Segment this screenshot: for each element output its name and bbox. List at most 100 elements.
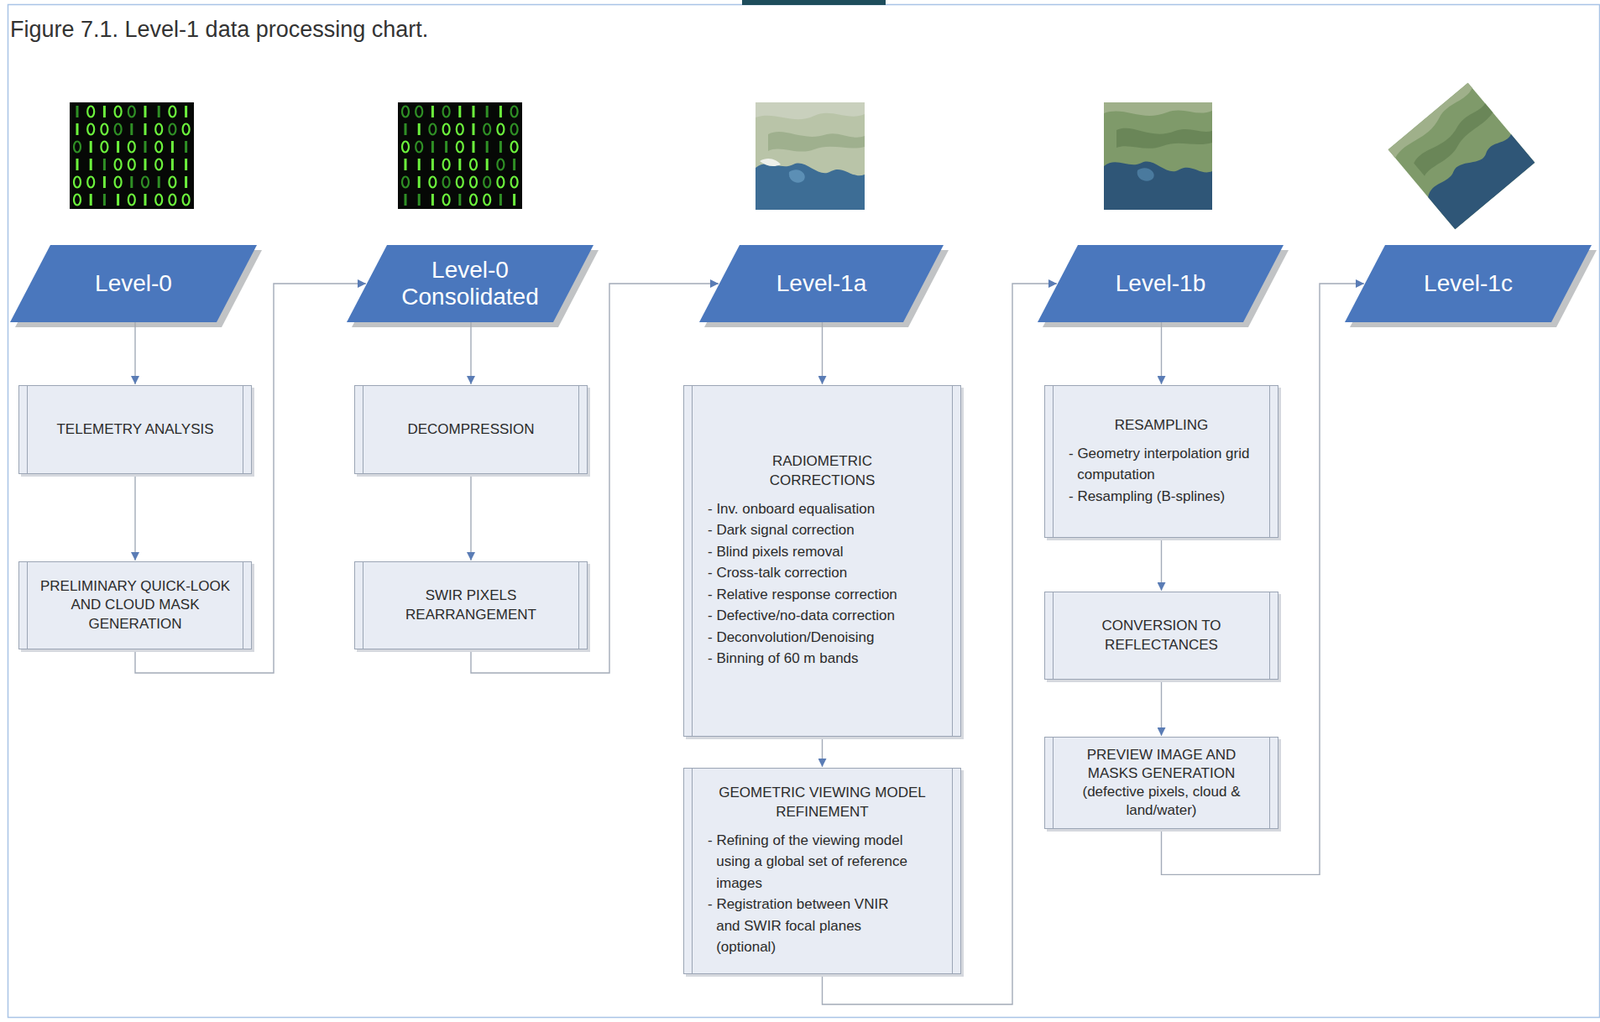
connector <box>134 474 136 561</box>
binary-zero <box>483 194 491 206</box>
binary-one <box>512 158 516 171</box>
binary-one <box>76 105 79 118</box>
binary-zero <box>141 177 149 189</box>
binary-one <box>404 158 408 171</box>
binary-one <box>144 141 147 153</box>
binary-one <box>486 158 489 171</box>
binary-one <box>103 158 106 171</box>
binary-zero <box>155 124 163 136</box>
binary-one <box>404 123 408 136</box>
binary-one <box>458 193 461 206</box>
process-bar <box>951 386 953 737</box>
binary-one <box>76 123 79 136</box>
binary-zero <box>428 124 436 136</box>
binary-zero <box>443 177 450 189</box>
binary-zero <box>511 106 518 118</box>
binary-zero <box>496 177 504 189</box>
binary-one <box>103 176 106 189</box>
binary-one <box>89 158 93 171</box>
binary-one <box>130 176 133 189</box>
binary-one <box>144 105 147 118</box>
parallelogram-text: Level-0 Consolidated <box>346 245 594 323</box>
binary-zero <box>115 124 122 136</box>
binary-zero <box>402 106 409 118</box>
binary-zero <box>115 159 122 171</box>
binary-zero <box>496 159 504 171</box>
binary-icon <box>69 102 194 210</box>
binary-zero <box>128 159 136 171</box>
binary-zero <box>483 177 491 189</box>
binary-one <box>184 141 188 153</box>
binary-zero <box>443 124 450 136</box>
binary-digits <box>73 105 190 206</box>
binary-zero <box>428 177 436 189</box>
parallelogram-text: Level-1c <box>1344 245 1592 323</box>
connector <box>134 322 136 385</box>
binary-zero <box>511 141 518 153</box>
list-item: - Blind pixels removal <box>707 541 937 564</box>
binary-zero <box>456 177 464 189</box>
binary-one <box>184 158 188 171</box>
binary-one <box>512 193 516 206</box>
binary-one <box>116 193 120 206</box>
box-list: - Geometry interpolation grid computatio… <box>1045 443 1278 508</box>
binary-one <box>472 105 476 118</box>
parallelogram-text: Level-1a <box>699 245 944 323</box>
binary-one <box>472 123 476 136</box>
binary-zero <box>402 141 409 153</box>
binary-one <box>431 193 434 206</box>
binary-zero <box>168 124 176 136</box>
process-bar <box>578 562 580 649</box>
parallelogram-text: Level-1b <box>1037 245 1284 323</box>
binary-zero <box>483 124 491 136</box>
binary-digits <box>402 105 518 206</box>
process-box: PREVIEW IMAGE AND MASKS GENERATION (defe… <box>1044 737 1279 830</box>
connector <box>1160 322 1162 385</box>
binary-one <box>130 123 133 136</box>
binary-zero <box>128 194 136 206</box>
list-item: - Defective/no-data correction <box>707 605 937 628</box>
box-heading: SWIR PIXELS REARRANGEMENT <box>399 586 543 624</box>
list-item: - Inv. onboard equalisation <box>707 498 937 521</box>
binary-zero <box>115 106 122 118</box>
process-bar <box>691 768 693 974</box>
list-item: - Geometry interpolation grid computatio… <box>1068 443 1256 487</box>
parallelogram-fill <box>1037 245 1284 323</box>
list-item: - Refining of the viewing model using a … <box>707 830 909 895</box>
binary-icon <box>397 102 523 210</box>
binary-one <box>157 176 161 189</box>
level-parallelogram: Level-1a <box>699 245 944 323</box>
binary-one <box>171 158 174 171</box>
binary-one <box>486 141 489 153</box>
binary-zero <box>100 141 108 153</box>
process-box: GEOMETRIC VIEWING MODEL REFINEMENT - Refi… <box>683 768 962 975</box>
binary-zero <box>470 194 477 206</box>
process-bar <box>26 562 28 649</box>
process-bar <box>578 386 580 474</box>
binary-one <box>144 123 147 136</box>
satellite-image <box>1388 83 1536 231</box>
box-heading: TELEMETRY ANALYSIS <box>56 420 214 440</box>
binary-one <box>76 158 79 171</box>
binary-one <box>418 158 421 171</box>
process-bar <box>1052 737 1054 829</box>
binary-one <box>157 105 161 118</box>
level-parallelogram: Level-1b <box>1037 245 1284 323</box>
process-box: RESAMPLING- Geometry interpolation grid … <box>1044 385 1279 539</box>
binary-one <box>499 105 502 118</box>
process-bar <box>26 386 28 474</box>
process-box: SWIR PIXELS REARRANGEMENT <box>354 561 588 650</box>
process-bar <box>242 562 244 649</box>
binary-zero <box>456 124 464 136</box>
connector <box>1160 679 1162 737</box>
box-heading: PREVIEW IMAGE AND MASKS GENERATION (defe… <box>1070 746 1254 821</box>
level-label: Level-0 Consolidated <box>386 256 555 311</box>
parallelogram-fill <box>346 245 594 323</box>
binary-zero <box>155 194 163 206</box>
connector <box>470 474 471 561</box>
process-bar <box>1269 737 1271 829</box>
parallelogram-text: Level-0 <box>10 245 257 323</box>
box-heading: GEOMETRIC VIEWING MODEL REFINEMENT <box>700 784 945 821</box>
process-bar <box>691 386 693 737</box>
binary-zero <box>415 106 423 118</box>
